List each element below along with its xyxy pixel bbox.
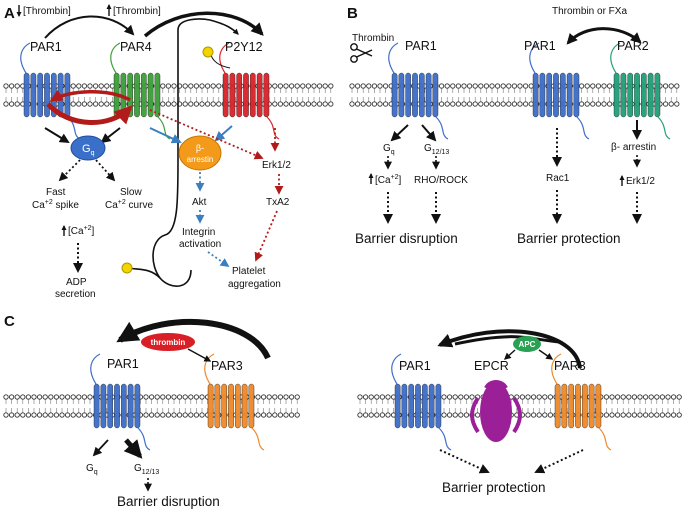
par1-to-g1213-arrow-c — [123, 438, 143, 459]
fast-line2: Ca+2 spike — [32, 199, 79, 211]
slow-line1: Slow — [120, 187, 142, 198]
apc-label: APC — [519, 340, 536, 349]
adp-ligand-icon — [202, 46, 214, 58]
barrier-protection-c: Barrier protection — [442, 480, 546, 495]
thrombin-fxa-label: Thrombin or FXa — [552, 6, 627, 17]
p2y12-label: P2Y12 — [225, 40, 263, 54]
txa2-to-platelet-arrow — [254, 210, 278, 262]
adp-line2: secretion — [55, 289, 96, 300]
par4-to-gq-arrow — [100, 127, 121, 144]
par1-par2-double-arrow — [566, 27, 642, 45]
g1213-label-c: G12/13 — [134, 463, 159, 476]
beta-arrestin-node — [178, 135, 222, 171]
adp-line1: ADP — [66, 277, 87, 288]
integrin-line2: activation — [179, 239, 221, 250]
p2y12-to-arrestin-arrow — [214, 125, 233, 142]
scissors-icon — [350, 43, 373, 63]
thrombin-high-label: [Thrombin] — [113, 6, 161, 17]
p2y12-receptor-a — [219, 42, 280, 140]
par2-label: PAR2 — [617, 39, 649, 53]
par3-receptor-c-right — [551, 353, 612, 451]
par1-to-gq-arrow — [44, 127, 70, 144]
apc-to-par3-arrow — [538, 349, 554, 360]
panel-a: A [Thrombin] [Thrombin] PAR1 PAR4 P2Y12 … — [4, 3, 291, 300]
g1213-label-b: G12/13 — [424, 143, 449, 156]
membrane-c-left — [3, 394, 300, 418]
par1-to-gq-arrow-b — [390, 124, 409, 142]
par4-par1-crosstalk-arrow — [49, 89, 131, 102]
ca-label-b: [Ca+2] — [375, 174, 402, 186]
par1-receptor-b-right — [529, 42, 590, 140]
erk-label-b: Erk1/2 — [626, 176, 655, 187]
integrin-to-platelet-arrow — [207, 251, 230, 268]
integrin-line1: Integrin — [182, 227, 215, 238]
rho-rock-label: RHO/ROCK — [414, 175, 468, 186]
epcr-protein-icon — [470, 380, 522, 442]
gq-fast-arrow — [58, 159, 81, 182]
par1-to-protection-arrow-c — [439, 449, 490, 474]
par1-to-gq-arrow-c — [92, 439, 109, 457]
gq-slow-arrow — [95, 159, 116, 182]
akt-label: Akt — [192, 197, 207, 208]
epcr-label: EPCR — [474, 359, 509, 373]
thrombin-oval-label: thrombin — [151, 338, 186, 347]
platelet-line2: aggregation — [228, 279, 281, 290]
par1-to-g1213-arrow-b — [421, 124, 437, 142]
adp-loop-line — [152, 18, 239, 287]
par3-left-label-c: PAR3 — [211, 359, 243, 373]
txa2-label: TxA2 — [266, 197, 290, 208]
par4-label: PAR4 — [120, 40, 152, 54]
barrier-protection-b: Barrier protection — [517, 231, 621, 246]
par1-label: PAR1 — [30, 40, 62, 54]
par1-left-label-b: PAR1 — [405, 39, 437, 53]
thrombin-label-b: Thrombin — [352, 33, 394, 44]
par3-to-protection-arrow-c — [534, 449, 584, 474]
thrombin-arc-par1 — [44, 15, 135, 39]
par1-receptor-c-left — [90, 353, 151, 451]
fast-line1: Fast — [46, 187, 66, 198]
slow-line2: Ca+2 curve — [105, 199, 153, 211]
apc-oval — [513, 336, 541, 352]
thrombin-par3-to-par1-arrow — [116, 318, 271, 360]
thrombin-oval — [141, 333, 195, 351]
adp-ligand-bottom-icon — [121, 262, 133, 274]
par1-right-label-c: PAR1 — [399, 359, 431, 373]
gq-node — [70, 135, 106, 161]
platelet-line1: Platelet — [232, 266, 266, 277]
panel-b-letter: B — [347, 5, 358, 22]
barrier-disruption-b: Barrier disruption — [355, 231, 458, 246]
par1-par4-crosstalk-arrow — [46, 102, 133, 125]
gq-label-c: Gq — [86, 463, 98, 476]
thrombin-to-par3-arrow — [187, 348, 212, 362]
par3-receptor-c-left — [204, 353, 265, 451]
par1-receptor-b-left — [388, 42, 449, 140]
erk-label-a: Erk1/2 — [262, 160, 291, 171]
gq-label-b: Gq — [383, 143, 395, 156]
par3-to-par1-arrow-c — [437, 329, 582, 369]
apc-to-epcr-arrow — [503, 349, 516, 360]
panel-b: B Thrombin PAR1 Thrombin or FXa PAR1 PAR… — [347, 5, 656, 246]
beta-arrestin-bottom: arrestin — [187, 155, 214, 164]
ca-label-a: [Ca+2] — [68, 225, 95, 237]
thrombin-arc-p2y12 — [143, 11, 264, 38]
par3-right-label-c: PAR3 — [554, 359, 586, 373]
rac1-label: Rac1 — [546, 173, 570, 184]
par2-receptor-b — [610, 42, 671, 140]
panel-c-letter: C — [4, 313, 15, 330]
beta-arrestin-top: β- — [196, 143, 204, 153]
par1-receptor-c-right — [391, 353, 452, 451]
gq-label: Gq — [82, 143, 95, 157]
par1-left-label-c: PAR1 — [107, 357, 139, 371]
barrier-disruption-c: Barrier disruption — [117, 494, 220, 509]
thrombin-low-label: [Thrombin] — [23, 6, 71, 17]
par1-receptor-a — [20, 42, 81, 140]
beta-arrestin-label-b: β- arrestin — [611, 142, 656, 153]
panel-c: C thrombin PAR1 PAR3 Gq G12/13 Barrier d… — [4, 313, 586, 509]
panel-a-letter: A — [4, 5, 15, 22]
par1-right-label-b: PAR1 — [524, 39, 556, 53]
par4-to-arrestin-arrow — [149, 127, 182, 144]
